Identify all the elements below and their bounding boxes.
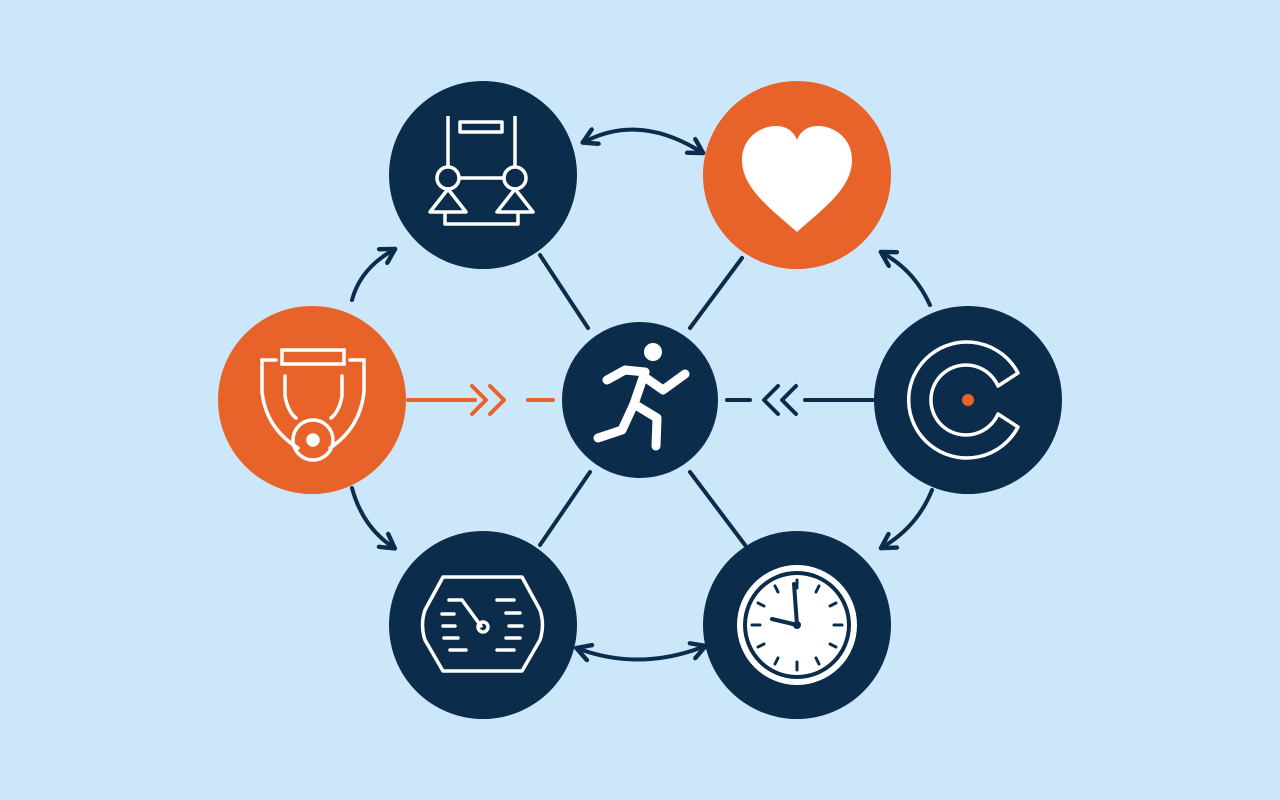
arrow-left-up: [350, 252, 390, 302]
connector-top-left: [538, 253, 590, 330]
running-person-icon: [593, 343, 690, 451]
gauge-icon: [420, 575, 545, 673]
connector-bottom-right: [688, 470, 747, 547]
arrow-top: [588, 130, 698, 150]
flow-right-to-center: [725, 384, 875, 416]
connector-top-right: [688, 256, 744, 330]
flow-left-to-center: [406, 384, 555, 416]
node-left: [218, 306, 406, 494]
arrow-right-down: [886, 488, 934, 545]
connector-bottom-left: [538, 470, 592, 547]
gymnastic-rings-icon: [428, 116, 535, 226]
node-bottom-left: [389, 531, 577, 719]
c-target-icon: [907, 340, 1020, 460]
arrow-left-down: [350, 486, 390, 545]
arrow-right-up: [886, 255, 932, 307]
arrow-bottom: [582, 648, 700, 660]
node-top-left: [389, 81, 577, 269]
medal-stethoscope-icon: [260, 348, 366, 462]
clock-icon: [737, 565, 857, 685]
heart-icon: [742, 126, 852, 232]
